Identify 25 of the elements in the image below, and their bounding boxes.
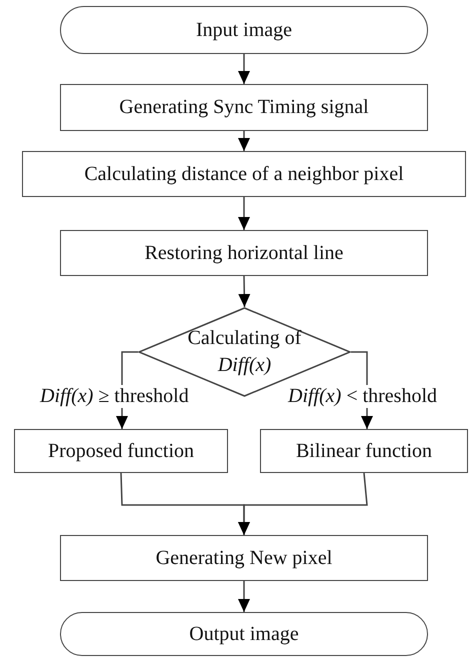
box-text: Output image (189, 622, 299, 646)
process-box (60, 84, 428, 131)
arrow (238, 131, 250, 151)
process-box (60, 535, 428, 581)
terminal-box (60, 6, 428, 54)
process-box (260, 429, 468, 473)
edge-label: Diff(x) < threshold (286, 385, 440, 408)
box-text: Generating Sync Timing signal (119, 96, 369, 119)
box-text: Generating New pixel (156, 546, 332, 570)
arrow (238, 581, 250, 612)
terminal-box (60, 612, 428, 656)
arrow (238, 276, 250, 308)
arrow (238, 197, 250, 230)
edge-label: Diff(x) ≥ threshold (38, 385, 191, 408)
box-text: Bilinear function (296, 440, 432, 462)
arrow (238, 472, 368, 535)
box-text: Proposed function (48, 440, 194, 462)
arrow (238, 54, 250, 84)
process-box (60, 230, 428, 276)
box-text: Restoring horizontal line (144, 242, 344, 264)
process-box (14, 429, 228, 473)
box-text: Input image (196, 18, 292, 42)
box-text: Calculating distance of a neighbor pixel (84, 162, 404, 186)
process-box (22, 151, 466, 197)
box-text: Calculating of Diff(x) (186, 326, 302, 378)
